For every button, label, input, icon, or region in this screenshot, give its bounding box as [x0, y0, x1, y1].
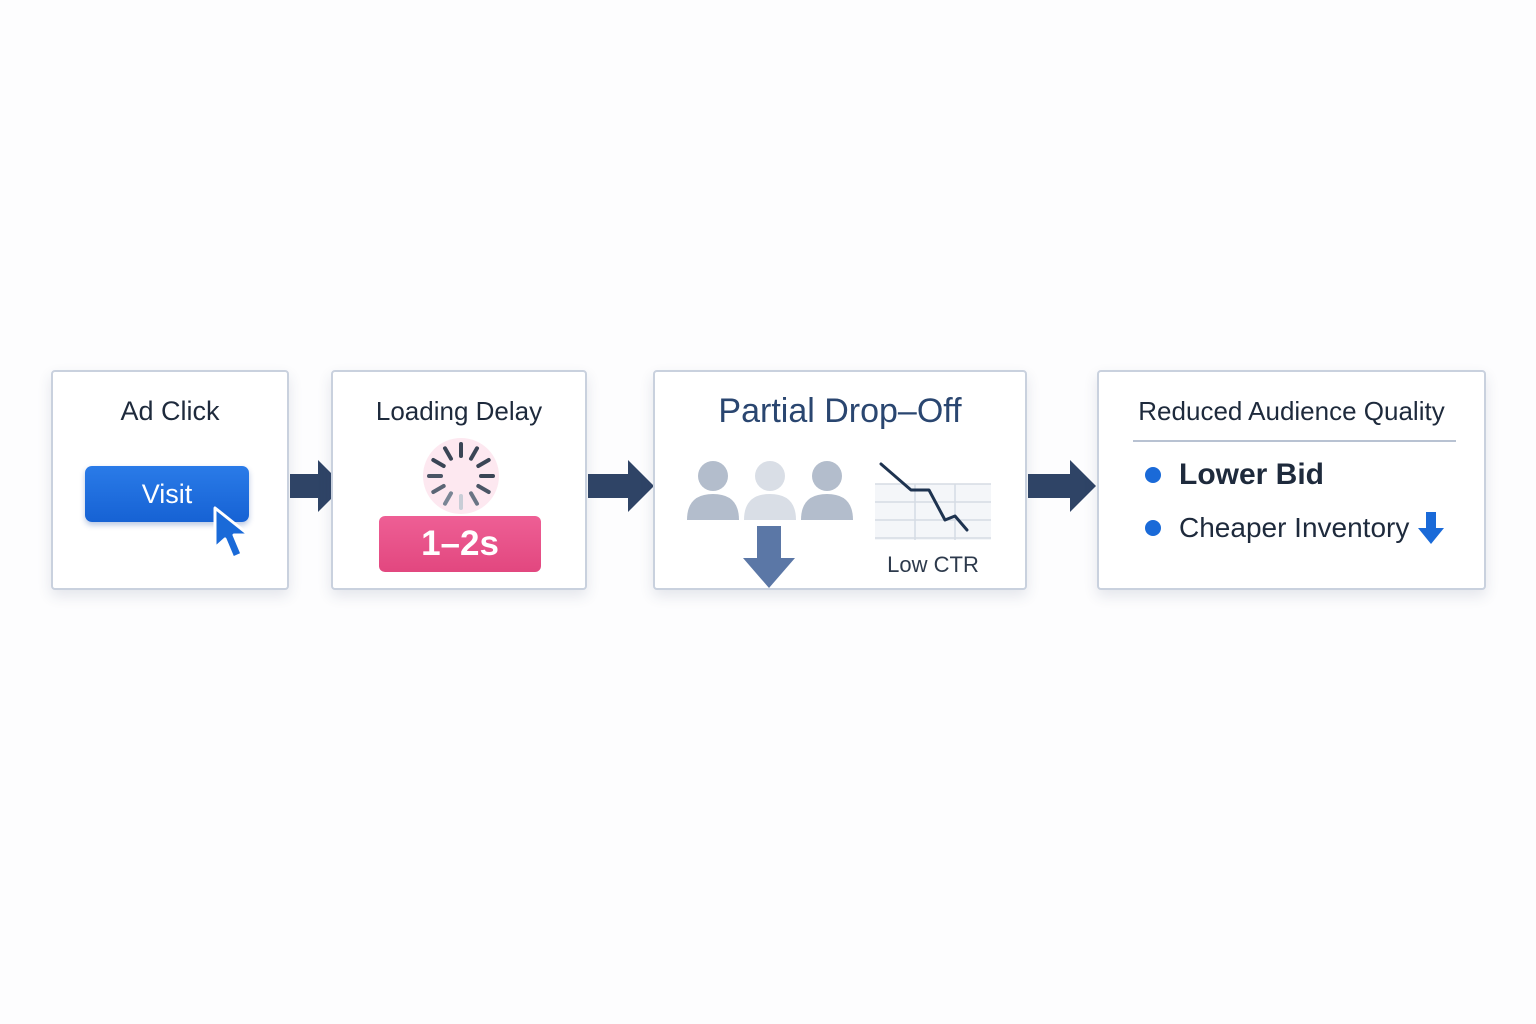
bullet-item: Cheaper Inventory [1145, 512, 1445, 544]
visit-button[interactable]: Visit [85, 466, 249, 522]
loading-delay-title: Loading Delay [375, 396, 543, 426]
flow-arrow-icon [1028, 460, 1096, 512]
pointer-cursor-icon [213, 506, 251, 560]
bullet-label: Cheaper Inventory [1179, 512, 1410, 543]
loading-delay-card: Loading Delay 1–2s [331, 370, 587, 590]
partial-dropoff-title: Partial Drop–Off [718, 392, 962, 430]
ad-click-title: Ad Click [120, 396, 220, 426]
ad-click-card: Ad Click Visit [51, 370, 289, 590]
partial-dropoff-card: Partial Drop–Off Low CTR [653, 370, 1027, 590]
audience-quality-card: Reduced Audience Quality Lower Bid Cheap… [1097, 370, 1486, 590]
declining-line-chart-icon [875, 462, 991, 540]
audience-quality-title: Reduced Audience Quality [1138, 396, 1445, 426]
bullet-dot-icon [1145, 520, 1161, 536]
delay-badge: 1–2s [379, 516, 541, 572]
loading-spinner-icon [423, 438, 499, 514]
divider [1133, 440, 1456, 442]
bullet-item: Lower Bid [1145, 458, 1324, 492]
flow-arrow-icon [588, 460, 654, 512]
low-ctr-label: Low CTR [887, 552, 979, 577]
down-arrow-icon [1418, 512, 1445, 544]
flow-arrow-icon [290, 460, 344, 512]
bullet-label: Lower Bid [1179, 458, 1325, 491]
users-icon [687, 461, 853, 520]
down-arrow-icon [743, 526, 795, 588]
bullet-dot-icon [1145, 467, 1161, 483]
